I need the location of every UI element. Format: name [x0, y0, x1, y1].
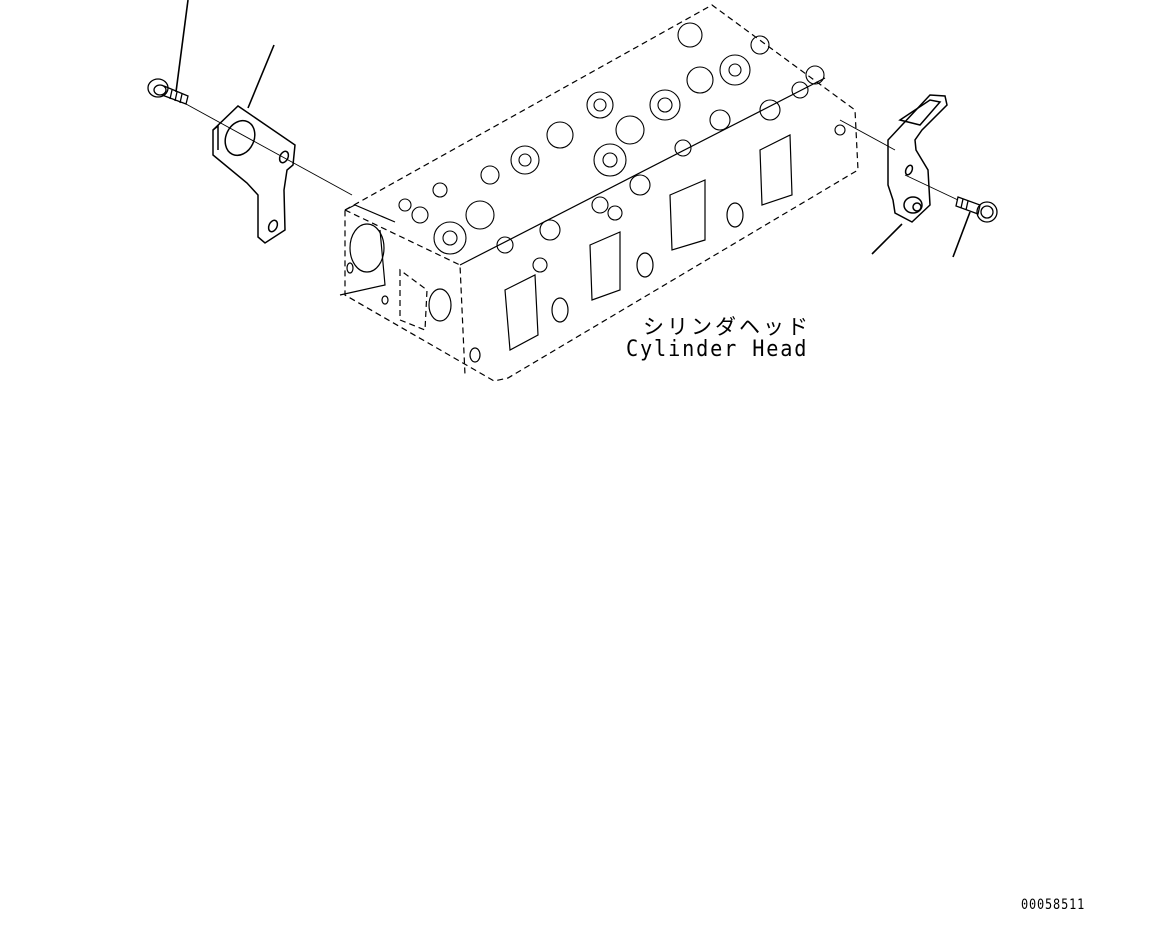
drawing-number: 00058511 [1021, 897, 1086, 913]
leader-lines [175, 0, 971, 258]
bracket-right [887, 94, 948, 223]
bolt-right [955, 196, 998, 223]
bracket-left [212, 105, 296, 244]
cylinder-head [339, 4, 859, 382]
cylinder-head-label-jp: シリンダヘッド [643, 315, 811, 339]
bolt-left [147, 78, 189, 105]
assembly-axis-lines [185, 103, 959, 201]
cylinder-head-label-en: Cylinder Head [626, 337, 809, 362]
